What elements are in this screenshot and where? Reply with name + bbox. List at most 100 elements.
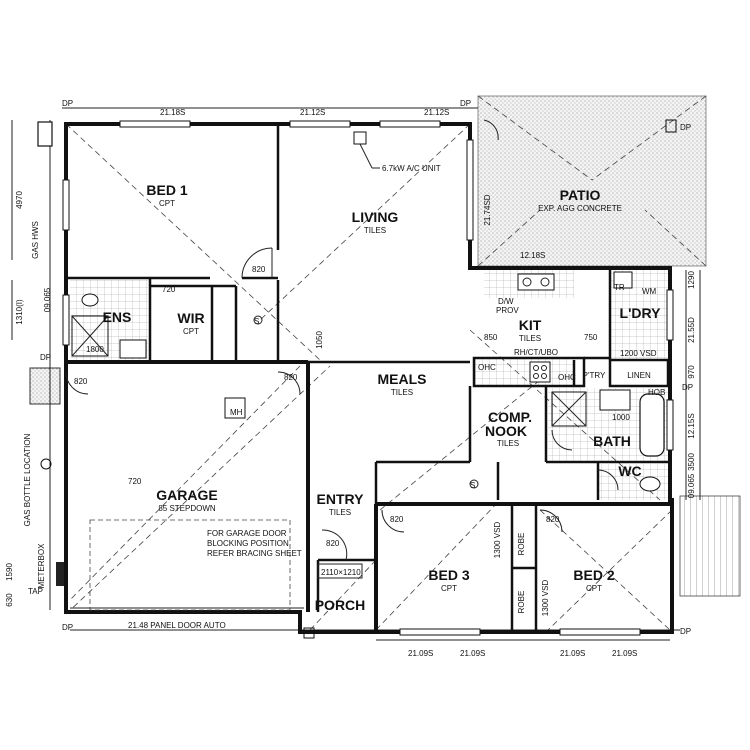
dim-1300vsd-1: 1300 VSD [493,522,502,559]
dim-bottom-3: 21.09S [560,649,585,658]
dw-label: D/W [498,297,514,306]
bed3-name: BED 3 [428,567,469,583]
prov-label: PROV [496,306,519,315]
manhole [224,397,246,419]
dim-bottom-4: 21.09S [612,649,637,658]
ac-unit-box [353,131,367,145]
dim-bed3-door: 820 [390,515,404,524]
bath-vanity [599,389,631,411]
wm-label: WM [642,287,657,296]
ens-shower [71,315,109,357]
comp-nook-name-1: COMP. [488,409,532,425]
living-floor: TILES [364,226,386,235]
panel-door-label: 21.48 PANEL DOOR AUTO [128,621,226,630]
tap-box [303,627,315,639]
ldry-trough [613,271,633,289]
living-name: LIVING [352,209,399,225]
ens-vanity [119,339,147,359]
dp-bottom-left: DP [62,623,73,632]
bathtub [639,393,665,457]
dp-corner-box [665,119,677,133]
kit-fittings-label: RH/CT/UBO [514,348,558,357]
meterbox-label: METERBOX [37,543,46,589]
kit-floor: TILES [519,334,541,343]
dim-1290: 1290 [687,271,696,289]
kit-island-tiles [474,358,574,386]
meals-floor: TILES [391,388,413,397]
dim-1300vsd-2: 1300 VSD [541,580,550,617]
entry-name: ENTRY [317,491,365,507]
dp-right-mid: DP [682,383,693,392]
bed3-floor: CPT [441,584,457,593]
dim-bed1-door: 820 [252,265,266,274]
mh-label: MH [230,408,243,417]
gas-point [40,458,52,470]
wir-name: WIR [177,310,204,326]
dim-720: 720 [162,285,176,294]
smoke-alarm-1 [253,315,263,325]
garage-note-1: FOR GARAGE DOOR [207,529,287,538]
wc-name: WC [618,463,641,479]
dim-bottom-1: 21.09S [408,649,433,658]
dim-850: 850 [484,333,498,342]
dim-3500: 3500 [687,453,696,471]
hob-label: HOB [648,388,665,397]
dp-top-mid: DP [460,99,471,108]
ptry-name: P'TRY [583,371,606,380]
garage-floor: 85 STEPDOWN [158,504,216,513]
dim-1310: 1310(I) [15,299,24,325]
dim-top-1: 21.18S [160,108,185,117]
ohc-label-1: OHC [478,363,496,372]
windows [62,120,674,636]
wc-toilet [639,476,661,492]
dim-1590: 1590 [5,563,14,581]
external-walls [64,122,674,634]
gas-bottle-pad [29,367,61,405]
meterbox-box [56,562,64,586]
ens-name: ENS [103,309,132,325]
dim-4970: 4970 [15,191,24,209]
patio-floor: EXP. AGG CONCRETE [538,204,622,213]
patio-name: PATIO [560,187,601,203]
side-steps [679,495,741,597]
dp-bottom-right: DP [680,627,691,636]
garage-door-blocking [89,519,291,611]
gas-hws-label: GAS HWS [31,221,40,259]
garage-note-2: BLOCKING POSITION [207,539,289,548]
bed1-name: BED 1 [146,182,187,198]
dim-1800: 1800 [86,345,104,354]
garage-name: GARAGE [156,487,217,503]
dim-1200vsd: 1200 VSD [620,349,657,358]
dim-750: 750 [584,333,598,342]
bed2-floor: CPT [586,584,602,593]
robe-label-1: ROBE [517,533,526,556]
robe-label-2: ROBE [517,591,526,614]
tr-label: TR [614,283,625,292]
bed1-floor: CPT [159,199,175,208]
dp-top-right: DP [680,123,691,132]
ohc-label-2: OHC [558,373,576,382]
bath-name: BATH [593,433,631,449]
door-swings [65,119,619,561]
comp-nook-name-2: NOOK [485,423,527,439]
s-marker-2: S [470,481,475,490]
dim-970: 970 [687,365,696,379]
dim-630: 630 [5,593,14,607]
porch-name: PORCH [315,597,366,613]
dim-0965-left: 09.065 [43,287,52,312]
dim-patio-side: 21.74SD [483,194,492,225]
dim-patio-bottom: 12.18S [520,251,545,260]
comp-nook-floor: TILES [497,439,519,448]
entry-floor: TILES [329,508,351,517]
dp-left-mid: DP [40,353,51,362]
linen-name: LINEN [627,371,651,380]
gas-bottle-label: GAS BOTTLE LOCATION [23,433,32,526]
dim-garage-door-left: 820 [74,377,88,386]
bed2-name: BED 2 [573,567,614,583]
dim-1215s: 12.15S [687,413,696,438]
kit-name: KIT [519,317,542,333]
smoke-alarm-2 [469,479,479,489]
dim-bed2-door: 820 [546,515,560,524]
shower [551,391,587,427]
